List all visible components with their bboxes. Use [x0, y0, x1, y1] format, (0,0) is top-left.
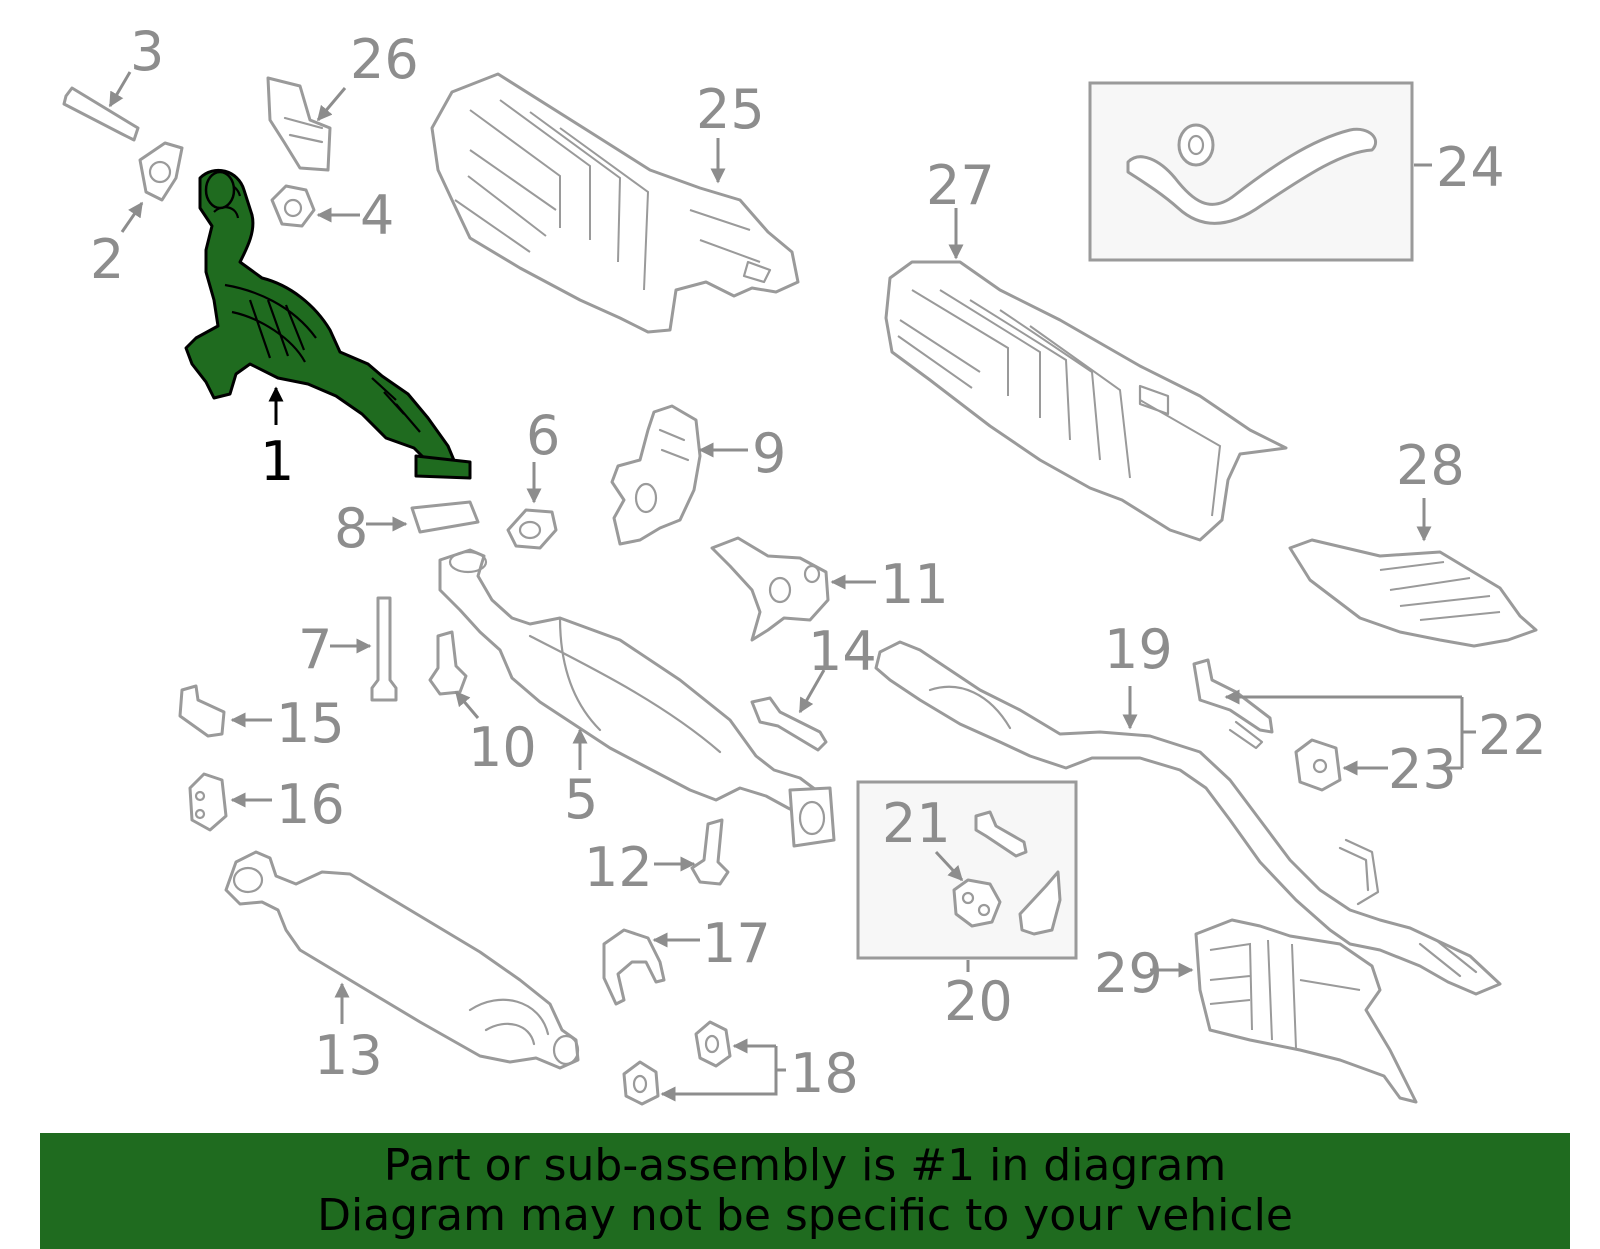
callout-14: 14: [808, 620, 877, 683]
callout-16: 16: [276, 773, 345, 836]
callout-24: 24: [1436, 136, 1505, 199]
callout-11: 11: [880, 553, 949, 616]
part-19-resonator-pipe[interactable]: [874, 640, 1502, 996]
callout-1: 1: [260, 430, 294, 493]
part-3-stud[interactable]: [62, 86, 140, 142]
callout-19: 19: [1104, 618, 1173, 681]
callout-27: 27: [926, 154, 995, 217]
part-22-hanger-bracket[interactable]: [1192, 658, 1274, 750]
callout-25: 25: [696, 78, 765, 141]
callout-17: 17: [702, 912, 771, 975]
callout-6: 6: [526, 404, 560, 467]
part-16-insulator[interactable]: [188, 772, 228, 832]
callout-29: 29: [1094, 942, 1163, 1005]
callout-8: 8: [334, 497, 368, 560]
callout-26: 26: [350, 28, 419, 91]
part-21-hanger-kit[interactable]: [952, 810, 1062, 936]
part-23-insulator[interactable]: [1294, 738, 1342, 792]
part-5-converter-pipe[interactable]: [438, 548, 836, 848]
part-9-bracket[interactable]: [610, 404, 702, 546]
callout-13: 13: [314, 1024, 383, 1087]
part-28-heat-shield[interactable]: [1288, 538, 1538, 648]
callout-21: 21: [882, 792, 951, 855]
callout-5: 5: [564, 768, 598, 831]
callout-7: 7: [298, 618, 332, 681]
part-13-muffler[interactable]: [224, 850, 580, 1070]
part-25-heat-shield[interactable]: [430, 72, 800, 334]
callout-10: 10: [468, 716, 537, 779]
banner-line-1: Part or sub-assembly is #1 in diagram: [383, 1140, 1227, 1191]
part-1-catalytic-converter[interactable]: [184, 168, 472, 480]
callout-18: 18: [790, 1042, 859, 1105]
part-7-bolt[interactable]: [370, 596, 398, 702]
callout-28: 28: [1396, 434, 1465, 497]
callout-22: 22: [1478, 704, 1547, 767]
part-27-heat-shield[interactable]: [884, 260, 1288, 542]
part-11-bracket[interactable]: [710, 536, 830, 642]
callout-15: 15: [276, 692, 345, 755]
banner-line-2: Diagram may not be specific to your vehi…: [317, 1190, 1293, 1241]
part-15-bracket[interactable]: [178, 684, 226, 738]
part-10-stud-bolt[interactable]: [428, 630, 468, 696]
callout-2: 2: [90, 228, 124, 291]
callout-4: 4: [360, 184, 394, 247]
part-17-hanger-bracket[interactable]: [602, 928, 666, 1006]
part-24-hanger[interactable]: [1126, 123, 1378, 225]
callout-12: 12: [584, 836, 653, 899]
part-29-heat-shield[interactable]: [1194, 918, 1418, 1104]
info-banner: Part or sub-assembly is #1 in diagram Di…: [40, 1133, 1570, 1249]
part-6-gasket[interactable]: [506, 508, 558, 550]
part-2-gasket[interactable]: [138, 141, 184, 202]
callout-3: 3: [130, 20, 164, 83]
part-8-clamp[interactable]: [410, 500, 480, 534]
part-4-nut[interactable]: [270, 184, 316, 228]
part-12-bolt[interactable]: [690, 818, 730, 886]
part-18-insulators[interactable]: [622, 1020, 732, 1106]
callout-9: 9: [752, 422, 786, 485]
callout-20: 20: [944, 970, 1013, 1033]
part-14-bolt[interactable]: [750, 696, 828, 752]
part-26-heat-shield[interactable]: [266, 76, 332, 172]
